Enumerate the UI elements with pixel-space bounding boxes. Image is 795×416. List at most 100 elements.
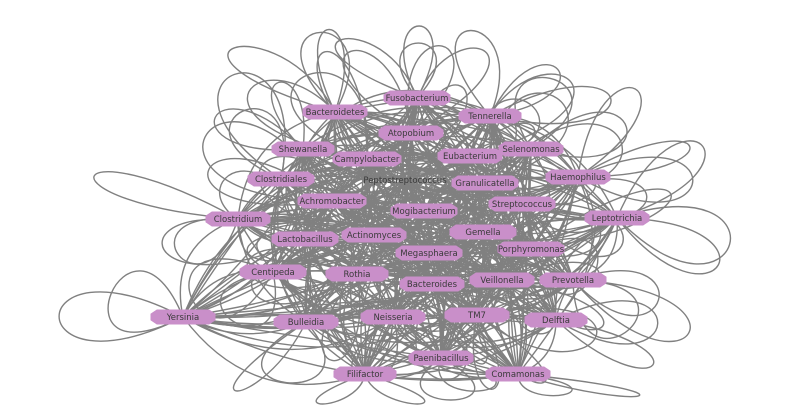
node-label: Gemella (465, 228, 500, 238)
node-shape (545, 169, 611, 185)
node-shape (247, 171, 315, 187)
edge (410, 47, 491, 134)
node-shape (488, 196, 556, 212)
node-label: Clostridium (214, 215, 263, 225)
edge (232, 321, 307, 392)
node-shape (378, 125, 444, 141)
edge (472, 314, 500, 390)
node-label: Delftia (542, 316, 570, 326)
node-shape (360, 309, 426, 325)
node-label: Achromobacter (299, 197, 365, 207)
edge (476, 307, 598, 353)
edge (501, 279, 528, 375)
edge (315, 373, 366, 405)
node-label: Campylobacter (335, 155, 400, 165)
node-shape (205, 211, 271, 227)
edge (107, 270, 184, 333)
edge (517, 373, 573, 397)
node-label: Porphyromonas (498, 245, 565, 255)
edge (616, 217, 721, 275)
edge (305, 248, 532, 323)
node-shape (458, 108, 522, 124)
edge (399, 42, 438, 99)
node-shape (302, 104, 368, 120)
edge (489, 63, 561, 117)
edge (501, 279, 605, 331)
node-label: Atopobium (388, 129, 434, 139)
node-prevotella: Prevotella (539, 272, 607, 288)
edge (58, 291, 184, 342)
node-comamonas: Comamonas (485, 366, 551, 382)
edge (528, 148, 557, 321)
node-porphyromonas: Porphyromonas (497, 241, 565, 257)
edge (182, 316, 442, 359)
edge (217, 72, 286, 180)
edge (419, 357, 476, 401)
node-shape (399, 276, 465, 292)
node-bulleidia: Bulleidia (273, 314, 339, 330)
node-label: Prevotella (552, 276, 594, 286)
node-shape (449, 224, 517, 240)
node-shape (150, 309, 216, 325)
node-label: Bulleidia (288, 318, 325, 328)
edge (364, 373, 426, 405)
node-shape (383, 90, 451, 106)
node-label: Peptostreptococcus (363, 176, 447, 186)
node-veillonella: Veillonella (469, 272, 535, 288)
edge (403, 25, 434, 99)
node-centipeda: Centipeda (239, 264, 307, 280)
node-shape (524, 312, 588, 328)
node-bacteroides: Bacteroides (399, 276, 465, 292)
edge (334, 38, 418, 99)
node-leptotrichia: Leptotrichia (584, 210, 650, 226)
node-label: Streptococcus (492, 200, 553, 210)
edge (327, 315, 394, 359)
node-shape (437, 148, 503, 164)
node-haemophilus: Haemophilus (545, 169, 611, 185)
node-paenibacillus: Paenibacillus (408, 350, 474, 366)
edge (572, 270, 660, 317)
node-label: Lactobacillus (277, 235, 333, 245)
edge (476, 314, 547, 384)
node-selenomonas: Selenomonas (498, 141, 564, 157)
node-shape (271, 141, 335, 157)
edge (251, 260, 358, 305)
edge (305, 279, 503, 337)
node-shape (485, 366, 551, 382)
node-clostridium: Clostridium (205, 211, 271, 227)
edge (482, 231, 519, 375)
edge (93, 171, 239, 220)
node-label: Selenomonas (502, 145, 560, 155)
node-bacteroidetes: Bacteroidetes (302, 104, 368, 120)
node-label: Veillonella (480, 276, 523, 286)
node-shape (444, 307, 510, 323)
node-label: Paenibacillus (413, 354, 469, 364)
node-shape (390, 203, 458, 219)
node-label: Bacteroides (407, 280, 458, 290)
node-label: Bacteroidetes (306, 108, 365, 118)
node-label: Megasphaera (400, 249, 458, 259)
node-label: TM7 (467, 311, 486, 321)
node-mogibacterium: Mogibacterium (390, 203, 458, 219)
edge (616, 206, 732, 265)
node-label: Fusobacterium (386, 94, 449, 104)
edge (555, 319, 655, 369)
node-label: Clostridiales (255, 175, 308, 185)
node-shape (341, 227, 407, 243)
edge (616, 140, 706, 219)
node-tennerella: Tennerella (458, 108, 522, 124)
edge (302, 107, 532, 150)
edge (182, 316, 366, 386)
node-label: Shewanella (279, 145, 328, 155)
edge (218, 170, 306, 240)
node-shape (498, 141, 564, 157)
node-shape (297, 193, 367, 209)
node-label: Filifactor (347, 370, 384, 380)
node-atopobium: Atopobium (378, 125, 444, 141)
node-label: Actinomyces (347, 231, 402, 241)
node-eubacterium: Eubacterium (437, 148, 503, 164)
node-shape (497, 241, 565, 257)
node-shape (584, 210, 650, 226)
